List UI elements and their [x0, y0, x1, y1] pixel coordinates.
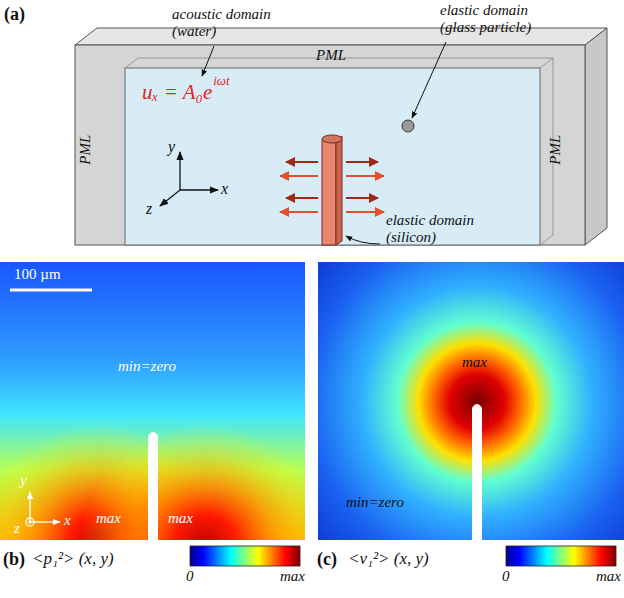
- boundary-condition: uₓ = A₀e: [142, 80, 212, 104]
- panel-label: (a): [4, 4, 25, 25]
- panel-label: (b): [3, 549, 25, 570]
- colorbar: [506, 546, 616, 566]
- actuation-arrows: [280, 162, 384, 212]
- glass-particle: [402, 120, 414, 132]
- pml-box: [75, 28, 607, 245]
- field-annotation: max: [168, 510, 193, 527]
- colorbar-tick: max: [280, 568, 305, 585]
- pml-label: PML: [77, 135, 94, 165]
- silicon-beam: [322, 135, 342, 245]
- pml-label: PML: [547, 135, 564, 165]
- colorbar-tick: 0: [502, 568, 510, 585]
- scale-bar-label: 100 µm: [14, 266, 61, 283]
- colorbar-tick: 0: [186, 568, 194, 585]
- axis-label: y: [20, 472, 27, 489]
- axis-label: z: [14, 520, 20, 537]
- field-annotation: min=zero: [118, 358, 176, 375]
- panel-label: (c): [317, 549, 337, 570]
- field-annotation: max: [462, 354, 487, 371]
- pressure-field-map: [0, 262, 305, 540]
- domain-label: elastic domain (glass particle): [440, 2, 562, 37]
- axis-label: x: [64, 512, 71, 529]
- axis-label: z: [146, 200, 152, 218]
- axis-label: y: [168, 138, 175, 156]
- velocity-field-map: [318, 262, 624, 540]
- axis-label: x: [221, 180, 228, 198]
- domain-label: acoustic domain (water): [172, 6, 288, 41]
- colorbar-tick: max: [596, 568, 621, 585]
- field-caption: <v₁²> (x, y): [348, 549, 429, 569]
- pml-label: PML: [316, 47, 346, 64]
- domain-label: elastic domain (silicon): [386, 212, 490, 247]
- field-annotation: min=zero: [346, 494, 404, 511]
- axes-a: [160, 152, 218, 206]
- axes-b: [26, 492, 60, 526]
- field-annotation: max: [96, 510, 121, 527]
- colorbar: [190, 546, 300, 566]
- field-caption: <p₁²> (x, y): [32, 549, 114, 569]
- scale-bar: [10, 290, 92, 291]
- boundary-condition-exponent: iωt: [213, 74, 229, 89]
